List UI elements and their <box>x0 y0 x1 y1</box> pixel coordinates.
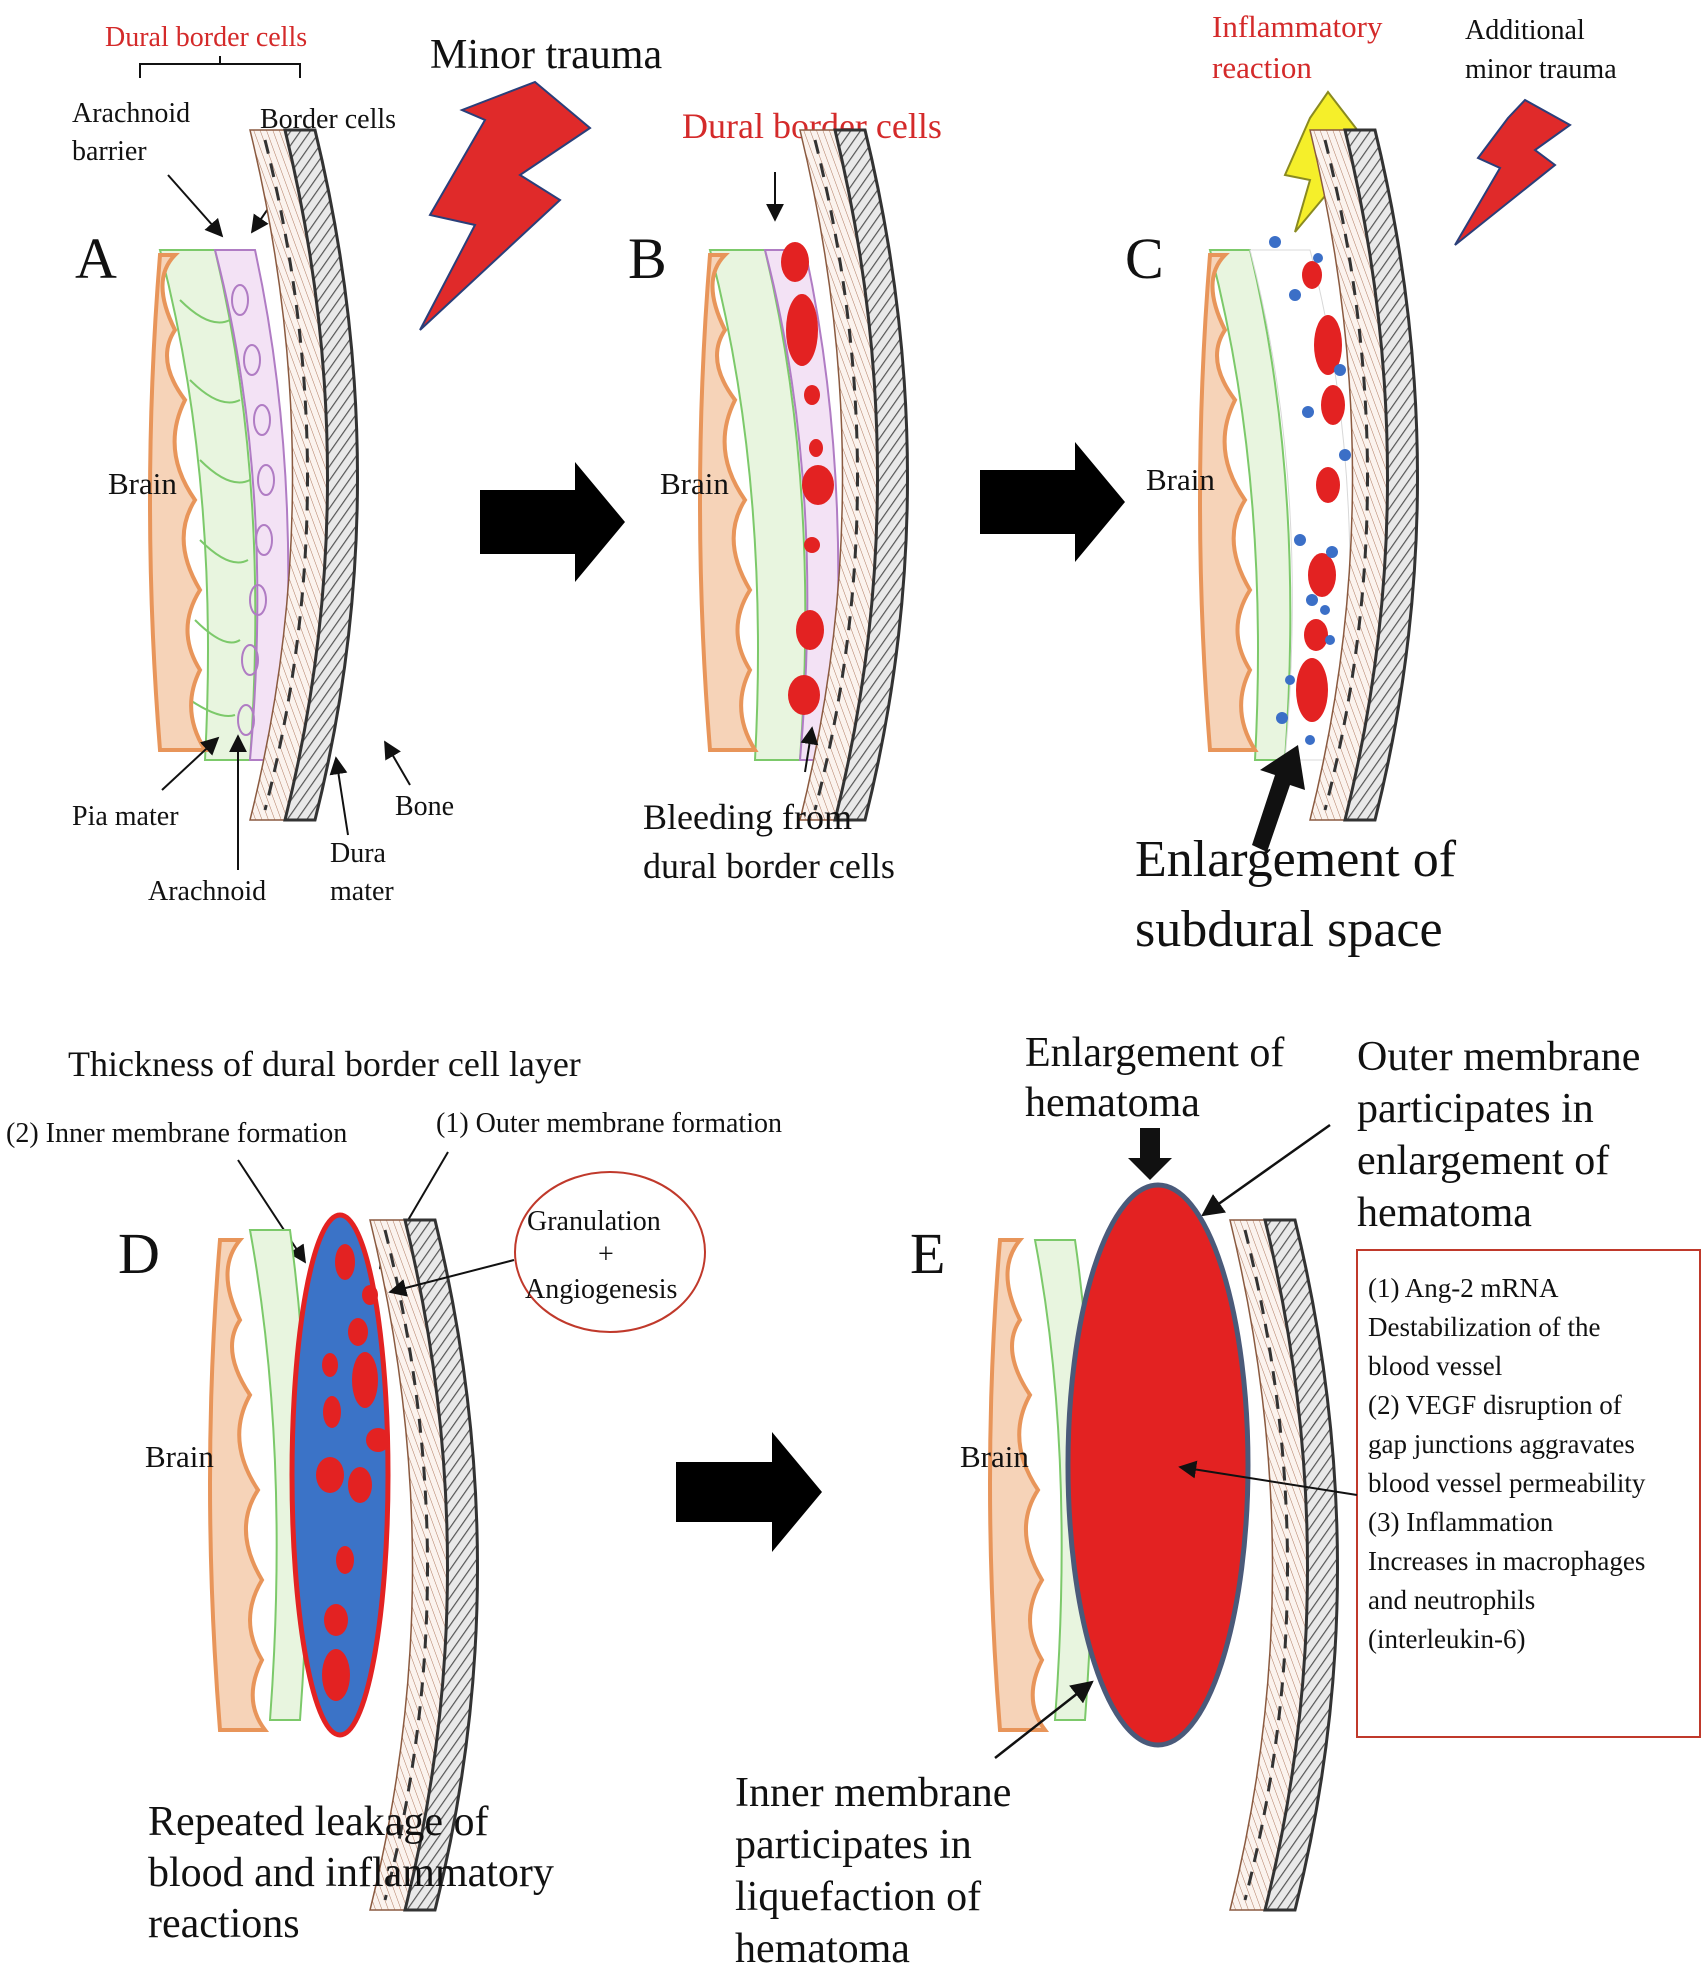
down-arrow-icon <box>1128 1128 1172 1180</box>
arachnoid-barrier-label-1: Arachnoid <box>72 98 190 129</box>
panel-d: Thickness of dural border cell layer (2)… <box>6 1044 782 1947</box>
granulation-callout <box>514 1171 706 1333</box>
inner-participates-label-4: hematoma <box>735 1926 910 1972</box>
arrow-arachnoid-barrier <box>167 174 224 238</box>
blood-spots-b <box>781 242 834 715</box>
brain-gyri-a <box>148 253 209 752</box>
info-lines: (1) Ang-2 mRNA Destabilization of the bl… <box>1368 1273 1646 1654</box>
info-line: blood vessel <box>1368 1351 1502 1381</box>
bleeding-label-2: dural border cells <box>643 846 895 886</box>
repeated-leakage-label-2: blood and inflammatory <box>148 1850 554 1896</box>
hematoma-e <box>1065 1182 1251 1748</box>
bone-label: Bone <box>395 791 454 822</box>
panel-letter-e: E <box>910 1221 945 1286</box>
big-arrow-de-icon <box>676 1432 822 1552</box>
inner-participates-label-2: participates in <box>735 1822 972 1868</box>
brain-label-d: Brain <box>145 1439 214 1474</box>
tissue-layers-c <box>1198 128 1419 822</box>
arrow-inner-membrane <box>237 1159 306 1264</box>
brain-label-c: Brain <box>1146 462 1215 497</box>
panel-e: Enlargement of hematoma Outer membrane p… <box>735 1030 1701 1972</box>
mechanism-info-box <box>1356 1249 1701 1738</box>
big-arrow-ab-icon <box>480 462 625 582</box>
outer-participates-label-3: enlargement of <box>1357 1138 1609 1184</box>
info-line: Destabilization of the <box>1368 1312 1600 1342</box>
arrow-inner-participates <box>994 1680 1094 1759</box>
enlargement-subdural-label-1: Enlargement of <box>1135 831 1457 888</box>
info-line: (3) Inflammation <box>1368 1507 1554 1537</box>
inflammatory-cells-c <box>1269 236 1351 745</box>
panel-b: Dural border cells B Brain Bleeding <box>628 106 942 886</box>
info-line: and neutrophils <box>1368 1585 1535 1615</box>
outer-participates-label-2: participates in <box>1357 1086 1594 1132</box>
big-arrow-bc-icon <box>980 442 1125 562</box>
inner-participates-label-1: Inner membrane <box>735 1770 1011 1816</box>
outer-participates-label-1: Outer membrane <box>1357 1034 1640 1080</box>
outer-participates-label-4: hematoma <box>1357 1190 1532 1236</box>
lightning-bolt-icon <box>419 80 592 331</box>
additional-trauma-lightning-icon <box>1454 98 1572 246</box>
arachnoid-barrier-label-2: barrier <box>72 136 147 167</box>
thickness-label: Thickness of dural border cell layer <box>68 1044 581 1084</box>
inflammatory-label-2: reaction <box>1212 50 1312 85</box>
dural-border-cells-label-a: Dural border cells <box>105 22 307 53</box>
additional-label-2: minor trauma <box>1465 54 1617 85</box>
arrow-dura-mater <box>329 756 349 836</box>
inner-participates-label-3: liquefaction of <box>735 1874 981 1920</box>
additional-label-1: Additional <box>1465 15 1585 46</box>
dura-mater-label-1: Dura <box>330 838 387 869</box>
enlargement-hematoma-label-1: Enlargement of <box>1025 1030 1284 1076</box>
pia-mater-label: Pia mater <box>72 801 179 832</box>
brain-label-e: Brain <box>960 1439 1029 1474</box>
arrow-bone <box>384 740 411 786</box>
bracket <box>139 56 301 78</box>
panel-letter-b: B <box>628 226 667 291</box>
plus-label: + <box>598 1239 614 1270</box>
info-line: (1) Ang-2 mRNA <box>1368 1273 1559 1303</box>
tissue-layers-e <box>988 1182 1339 1912</box>
panel-letter-a: A <box>75 226 117 291</box>
granulation-label: Granulation <box>527 1206 661 1237</box>
info-line: blood vessel permeability <box>1368 1468 1646 1498</box>
tissue-layers-a <box>148 128 359 822</box>
tissue-layers-d <box>208 1212 479 1912</box>
arrow-pia-mater <box>161 736 220 791</box>
bleeding-label-1: Bleeding from <box>643 797 852 837</box>
blood-spots-c <box>1296 261 1345 722</box>
arrow-granulation <box>388 1259 515 1297</box>
enlargement-hematoma-label-2: hematoma <box>1025 1080 1200 1126</box>
subdural-arrow-icon <box>1252 745 1305 852</box>
brain-label-a: Brain <box>108 466 177 501</box>
outer-membrane-label: (1) Outer membrane formation <box>436 1108 782 1139</box>
arrow-bleeding <box>800 726 819 773</box>
info-line: (interleukin-6) <box>1368 1624 1525 1654</box>
brain-label-b: Brain <box>660 466 729 501</box>
repeated-leakage-label-3: reactions <box>148 1901 300 1947</box>
repeated-leakage-label-1: Repeated leakage of <box>148 1799 488 1845</box>
arrow-info-box <box>1178 1460 1358 1496</box>
inflammatory-label-1: Inflammatory <box>1212 9 1383 44</box>
arachnoid-label: Arachnoid <box>148 876 266 907</box>
panel-a: Dural border cells Arachnoid barrier Bor… <box>72 22 662 907</box>
info-line: gap junctions aggravates <box>1368 1429 1635 1459</box>
panel-letter-d: D <box>118 1221 160 1286</box>
enlargement-subdural-label-2: subdural space <box>1135 901 1443 958</box>
minor-trauma-label: Minor trauma <box>430 32 662 78</box>
blood-spots-d <box>316 1244 390 1701</box>
arrow-outer-participates <box>1201 1123 1331 1217</box>
panel-c: Inflammatory reaction Additional minor t… <box>1125 9 1617 958</box>
dura-mater-label-2: mater <box>330 876 394 907</box>
inner-membrane-label: (2) Inner membrane formation <box>6 1118 347 1149</box>
tissue-layers-b <box>698 128 909 822</box>
angiogenesis-label: Angiogenesis <box>525 1274 677 1305</box>
info-line: (2) VEGF disruption of <box>1368 1390 1622 1420</box>
info-line: Increases in macrophages <box>1368 1546 1645 1576</box>
panel-letter-c: C <box>1125 226 1164 291</box>
